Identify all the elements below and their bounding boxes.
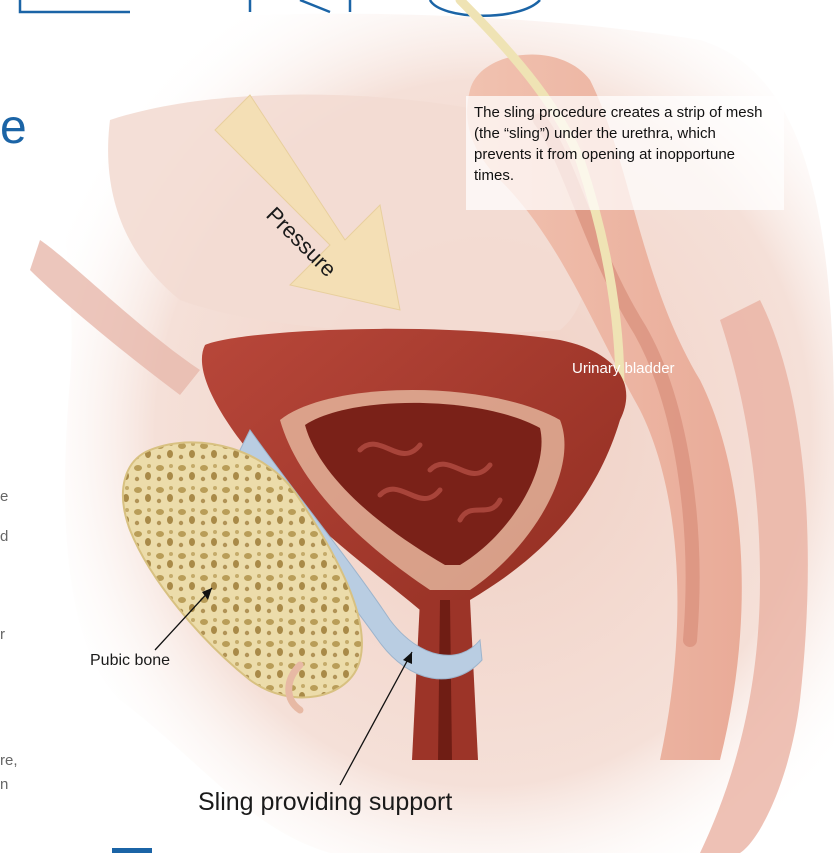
urethra-lumen: [438, 600, 452, 760]
sling-label: Sling providing support: [198, 788, 452, 817]
bladder-label: Urinary bladder: [572, 360, 675, 377]
side-text-fragment-2: d: [0, 528, 8, 545]
side-text-fragment-5: n: [0, 776, 8, 793]
side-text-fragment-3: r: [0, 626, 5, 643]
caption-text: The sling procedure creates a strip of m…: [474, 102, 774, 186]
pubic-bone-label: Pubic bone: [90, 652, 170, 670]
side-text-fragment-1: e: [0, 488, 8, 505]
title-fragment: e: [0, 100, 27, 155]
page-tab: [112, 848, 152, 853]
side-text-fragment-4: re,: [0, 752, 18, 769]
